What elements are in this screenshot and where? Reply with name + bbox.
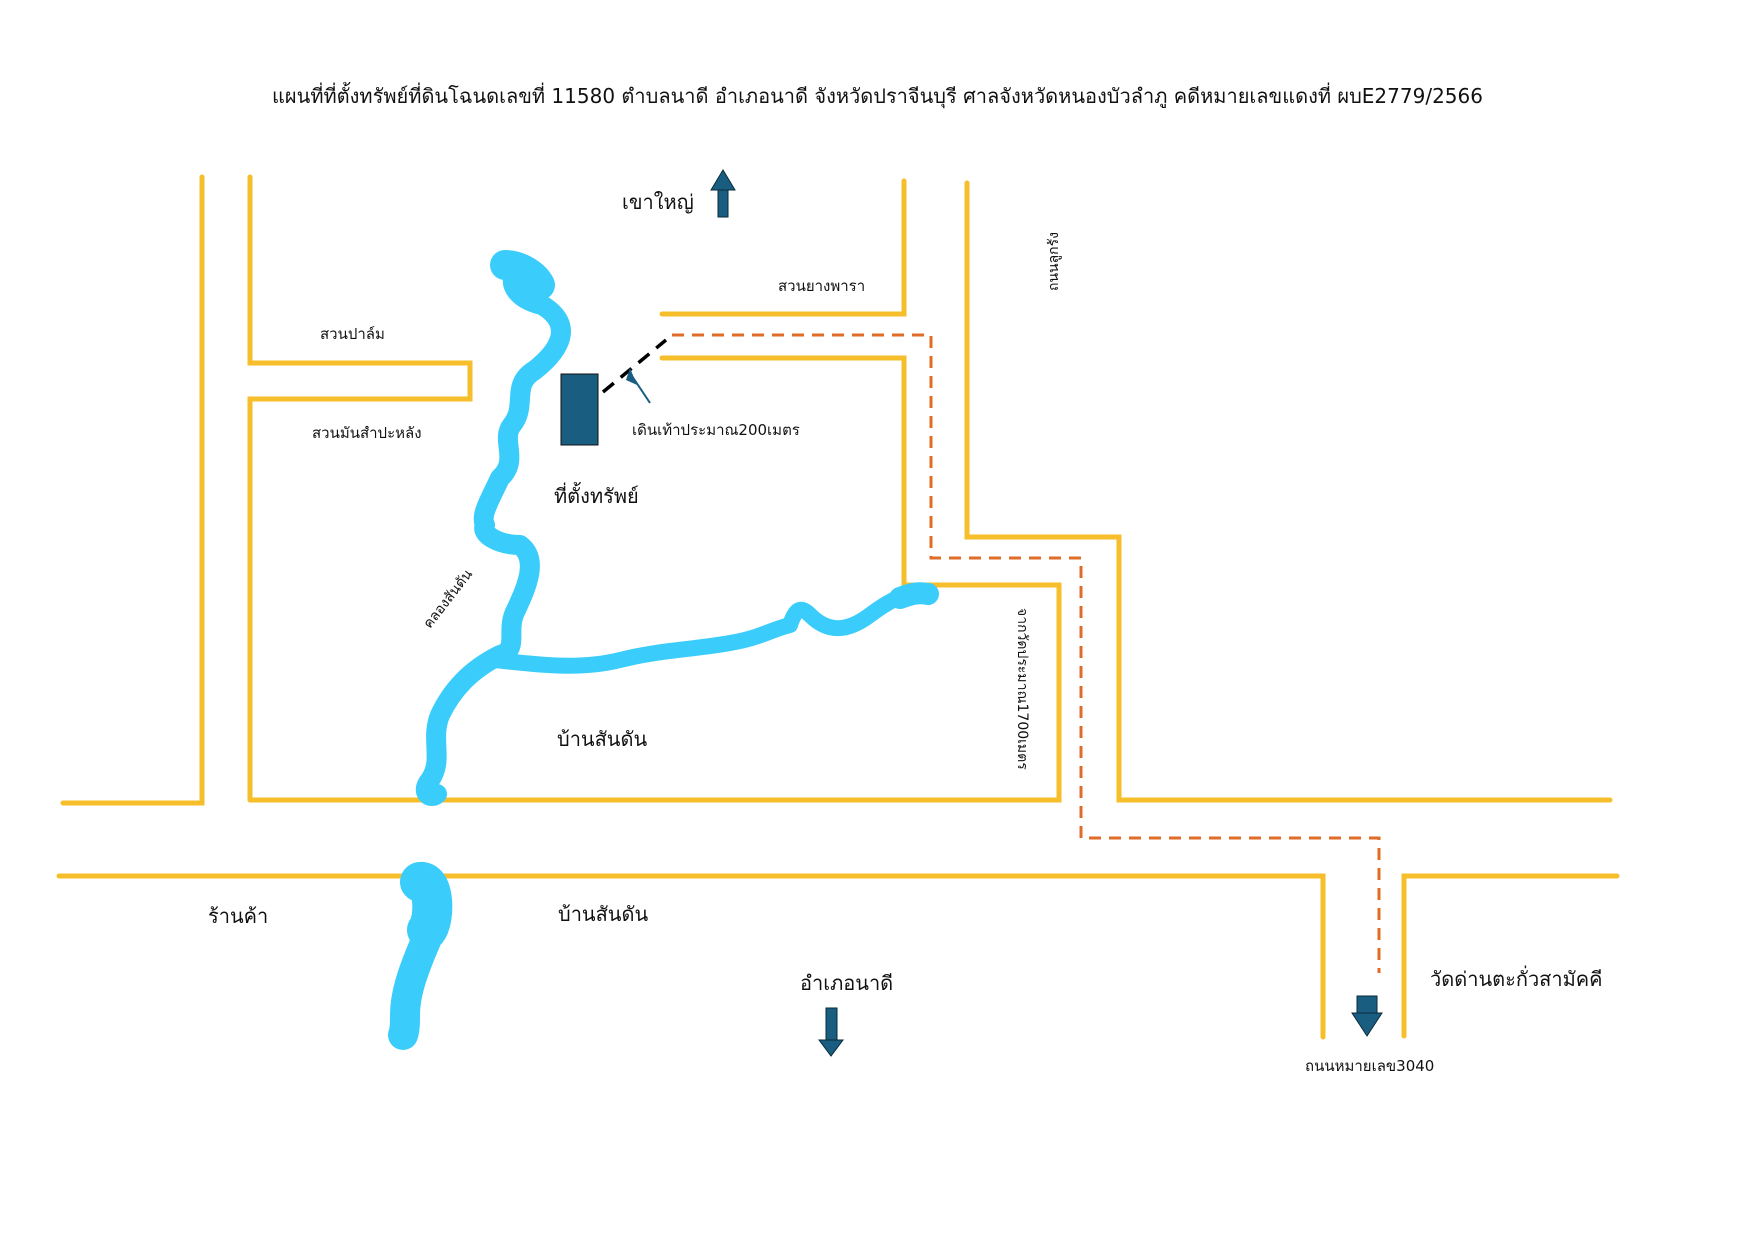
label-vertical-top: ถนนลูกรัง: [1046, 232, 1062, 292]
canal-khlong-sandan: [388, 250, 939, 1050]
road-3040-arrow-icon: [1351, 995, 1383, 1037]
road-left-inner-top: [247, 174, 473, 803]
south-arrow-icon: [818, 1007, 844, 1057]
walk-pointer-head: [626, 368, 637, 385]
label-road-3040: ถนนหมายเลข3040: [1305, 1057, 1435, 1075]
label-suan-yang: สวนยางพารา: [778, 277, 866, 295]
roads: [56, 174, 1620, 1040]
canal-main: [415, 260, 571, 806]
label-walk-200m: เดินเท้าประมาณ200เมตร: [632, 421, 800, 439]
walk-pointer: [626, 368, 651, 404]
label-property: ที่ตั้งทรัพย์: [554, 484, 639, 508]
canal-head: [490, 250, 555, 300]
canal-south-top: [400, 862, 453, 950]
road-top-middle: [659, 178, 907, 317]
label-suan-mansampalang: สวนมันสำปะหลัง: [312, 424, 422, 442]
label-shop: ร้านค้า: [208, 904, 269, 928]
route-dashed: [601, 333, 1381, 973]
walk-path: [601, 338, 668, 394]
label-suan-palm: สวนปาล์ม: [320, 325, 385, 343]
label-ban-sandan-1: บ้านสันดัน: [557, 727, 648, 751]
canal-branch: [487, 587, 928, 674]
label-amphoe-nadi: อำเภอนาดี: [800, 971, 894, 995]
road-left-outer: [60, 174, 205, 806]
label-wat: วัดด่านตะกั่วสามัคคี: [1430, 967, 1603, 991]
canal-branch-tip: [889, 582, 939, 609]
map-title: แผนที่ที่ตั้งทรัพย์ที่ดินโฉนดเลขที่ 1158…: [272, 84, 1483, 108]
property-marker-icon: [560, 373, 599, 446]
label-ban-sandan-2: บ้านสันดัน: [558, 902, 649, 926]
road-main-left: [56, 873, 1326, 1040]
road-village-bottom: [247, 355, 1062, 803]
road-right-loop: [964, 180, 1613, 803]
route-orange: [672, 333, 1381, 973]
road-main-right: [1401, 873, 1620, 1039]
label-vertical-side: จากวัดประมาณ1700เมตร: [1014, 608, 1030, 770]
north-arrow-icon: [710, 169, 736, 218]
label-khao-yai: เขาใหญ่: [622, 190, 694, 214]
